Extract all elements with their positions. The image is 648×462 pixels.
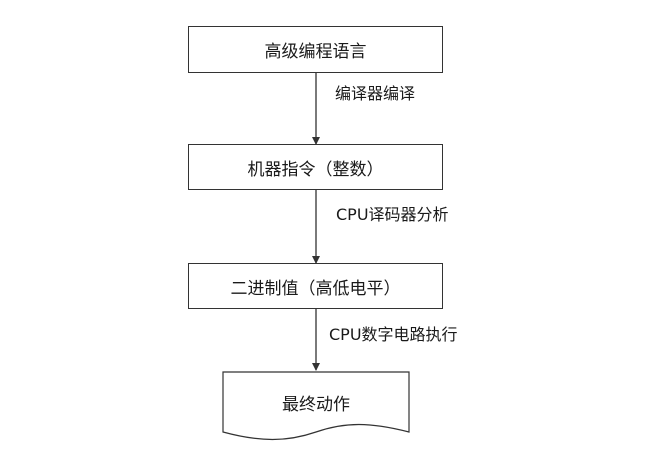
node-source-language-label: 高级编程语言: [264, 42, 367, 62]
edge-label-compile: 编译器编译: [335, 84, 416, 103]
edge-label-execute: CPU数字电路执行: [329, 325, 458, 344]
edge-label-decode: CPU译码器分析: [336, 205, 449, 224]
node-binary-value: 二进制值（高低电平）: [188, 263, 443, 309]
node-machine-instruction-label: 机器指令（整数）: [247, 159, 384, 180]
document-shape-action: [222, 371, 410, 441]
node-source-language: 高级编程语言: [188, 26, 443, 73]
node-binary-value-label: 二进制值（高低电平）: [230, 278, 401, 299]
node-machine-instruction: 机器指令（整数）: [188, 144, 443, 190]
node-final-action-label: 最终动作: [282, 395, 350, 415]
